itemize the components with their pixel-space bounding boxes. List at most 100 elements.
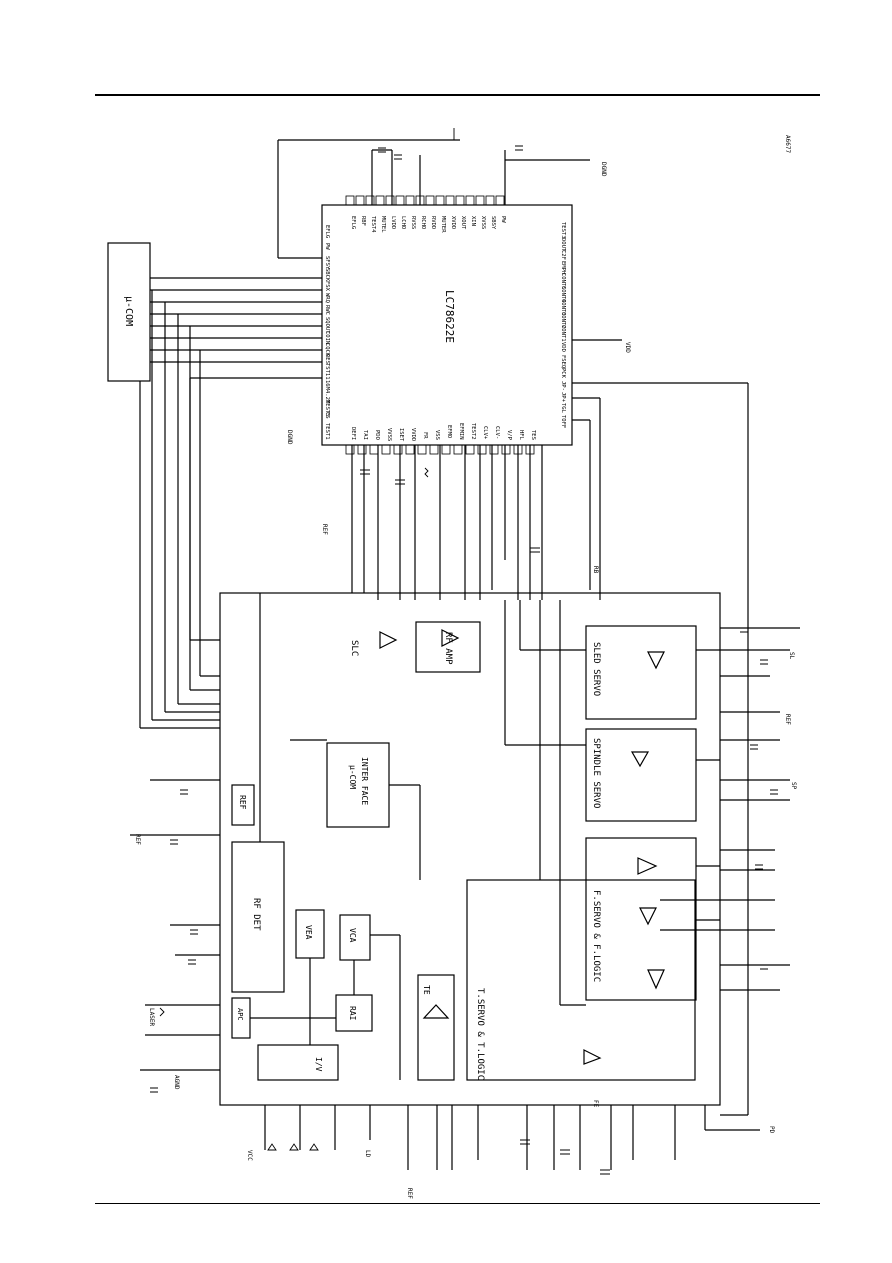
te-box xyxy=(417,974,455,1081)
ref-box xyxy=(231,784,255,826)
ref-label-top: REF xyxy=(321,524,328,535)
spindle-servo-box xyxy=(585,728,697,822)
mucom-box xyxy=(107,242,151,382)
pin-right-2: JP+ xyxy=(560,392,566,403)
pin-top-14: SBSY xyxy=(490,216,496,230)
bottom-rule xyxy=(95,1203,820,1204)
pin-top-10: XVDD xyxy=(450,216,456,229)
pin-top-9: MUTER xyxy=(440,216,446,233)
ref-label-right: REF xyxy=(784,714,791,725)
lc78622e-right-pin-labels: TOFF TGL JP+ JP- PCK FSEQ VDD CONT1 CONT… xyxy=(560,222,566,428)
pin-top-13: XVSS xyxy=(480,216,486,229)
iv-box xyxy=(257,1044,339,1081)
spindle-servo-label: SPINDLE SERVO xyxy=(591,738,601,808)
rai-label: RAI xyxy=(348,1006,357,1021)
pin-bottom-8: EFMO xyxy=(446,425,452,438)
sled-servo-box xyxy=(585,625,697,720)
lc78622e-bottom-pin-labels: DEFI TAI PDO VVSS ISET VVDD FR VSS EFMO … xyxy=(350,423,536,442)
pin-left-1: PW xyxy=(324,243,330,250)
vea-label: VEA xyxy=(304,925,313,940)
mucom-label: μ-COM xyxy=(123,296,134,326)
pin-bottom-15: TES xyxy=(530,430,536,440)
dgnd-label-top: DGND xyxy=(600,162,607,177)
pin-left-15: CS xyxy=(324,412,330,419)
pin-top-0: EFLG xyxy=(350,216,356,229)
sp-label: SP xyxy=(790,782,797,790)
rf-det-box xyxy=(231,841,285,993)
pin-right-12: EMPH xyxy=(560,261,566,274)
pin-top-5: LCHO xyxy=(400,216,406,229)
vca-label: VCA xyxy=(348,928,357,943)
pin-right-11: CONT5 xyxy=(560,273,566,290)
pin-bottom-0: DEFI xyxy=(350,427,356,440)
pin-right-7: CONT1 xyxy=(560,325,566,342)
mcom-interface-label-1: μ-COM xyxy=(348,765,357,789)
f-servo-label: F.SERVO & F.LOGIC xyxy=(591,890,601,982)
pin-left-16: TEST1 xyxy=(324,423,330,440)
pin-bottom-5: VVDD xyxy=(410,428,416,441)
mcom-interface-label-2: INTER FACE xyxy=(360,757,369,805)
pin-top-15: PW xyxy=(500,216,506,223)
laser-label: LASER xyxy=(148,1008,155,1026)
pin-bottom-9: EFMIN xyxy=(458,423,464,440)
pin-right-10: CONT4 xyxy=(560,286,566,303)
pin-top-8: RVDD xyxy=(430,216,436,229)
pin-bottom-11: CLV+ xyxy=(482,426,488,440)
pin-left-10: RES xyxy=(324,354,330,364)
pin-bottom-12: CLV- xyxy=(494,426,500,439)
pin-top-12: XIN xyxy=(470,216,476,226)
te-label: TE xyxy=(422,985,431,995)
pin-bottom-7: VSS xyxy=(434,430,440,440)
pin-top-6: RVSS xyxy=(410,216,416,229)
ld-label: LD xyxy=(364,1150,371,1158)
top-rule xyxy=(95,94,820,96)
rf-amp-box xyxy=(415,621,481,673)
sl-label: SL xyxy=(788,652,795,660)
pin-top-11: XOUT xyxy=(460,216,466,230)
dgnd-label-left: DGND xyxy=(286,430,293,445)
pin-top-2: TEST4 xyxy=(370,216,376,233)
pin-right-5: FSEQ xyxy=(560,355,566,368)
pin-left-5: WRQ xyxy=(324,293,330,303)
pin-right-15: TEST3 xyxy=(560,222,566,239)
pin-bottom-14: HFL xyxy=(518,430,524,441)
ic-name: LC78622E xyxy=(443,290,456,343)
analog-ic-body xyxy=(219,592,721,1106)
pin-bottom-1: TAI xyxy=(362,430,368,440)
t-servo-box xyxy=(466,879,696,1081)
fe-label: FE xyxy=(592,1100,599,1108)
pin-left-4: FSX xyxy=(324,281,330,292)
pin-top-4: LVDD xyxy=(390,216,396,229)
pin-right-1: TGL xyxy=(560,403,566,414)
pin-right-9: CONT3 xyxy=(560,299,566,316)
pin-bottom-2: PDO xyxy=(374,430,380,440)
pin-left-12: 16M xyxy=(324,380,330,391)
vcc-label: VCC xyxy=(246,1150,253,1161)
pin-right-13: C2F xyxy=(560,250,566,260)
agnd-label: AGND xyxy=(173,1075,180,1090)
rf-amp-label: RF AMP xyxy=(443,632,453,665)
sled-servo-label: SLED SERVO xyxy=(591,642,601,696)
pin-top-1: RBF xyxy=(360,216,366,226)
rb-label: RB xyxy=(592,566,599,574)
f-servo-box xyxy=(585,837,697,1001)
pin-bottom-4: ISET xyxy=(398,428,404,442)
mcom-interface-box xyxy=(326,742,390,828)
pin-left-0: EFLG xyxy=(324,225,330,238)
ref-label-bottom: REF xyxy=(406,1188,413,1199)
lc78622e-left-pin-labels: EFLG PW SFSY SBCK FSX WRQ RWC SQOUT COIN… xyxy=(324,225,330,440)
pin-right-3: JP- xyxy=(560,381,566,391)
pin-left-13: 4.2M xyxy=(324,390,330,404)
pin-left-3: SBCK xyxy=(324,268,330,282)
figure-id: A6677 xyxy=(784,135,791,153)
apc-label: APC xyxy=(236,1008,244,1021)
pin-right-4: PCK xyxy=(560,368,566,379)
pin-right-14: DOUT xyxy=(560,238,566,252)
pin-left-11: TST11 xyxy=(324,363,330,380)
pin-right-6: VDD xyxy=(560,342,566,352)
pin-bottom-6: FR xyxy=(422,432,428,439)
pin-right-8: CONT2 xyxy=(560,312,566,329)
pin-top-3: MUTEL xyxy=(380,216,386,233)
pin-left-6: RWC xyxy=(324,305,330,315)
